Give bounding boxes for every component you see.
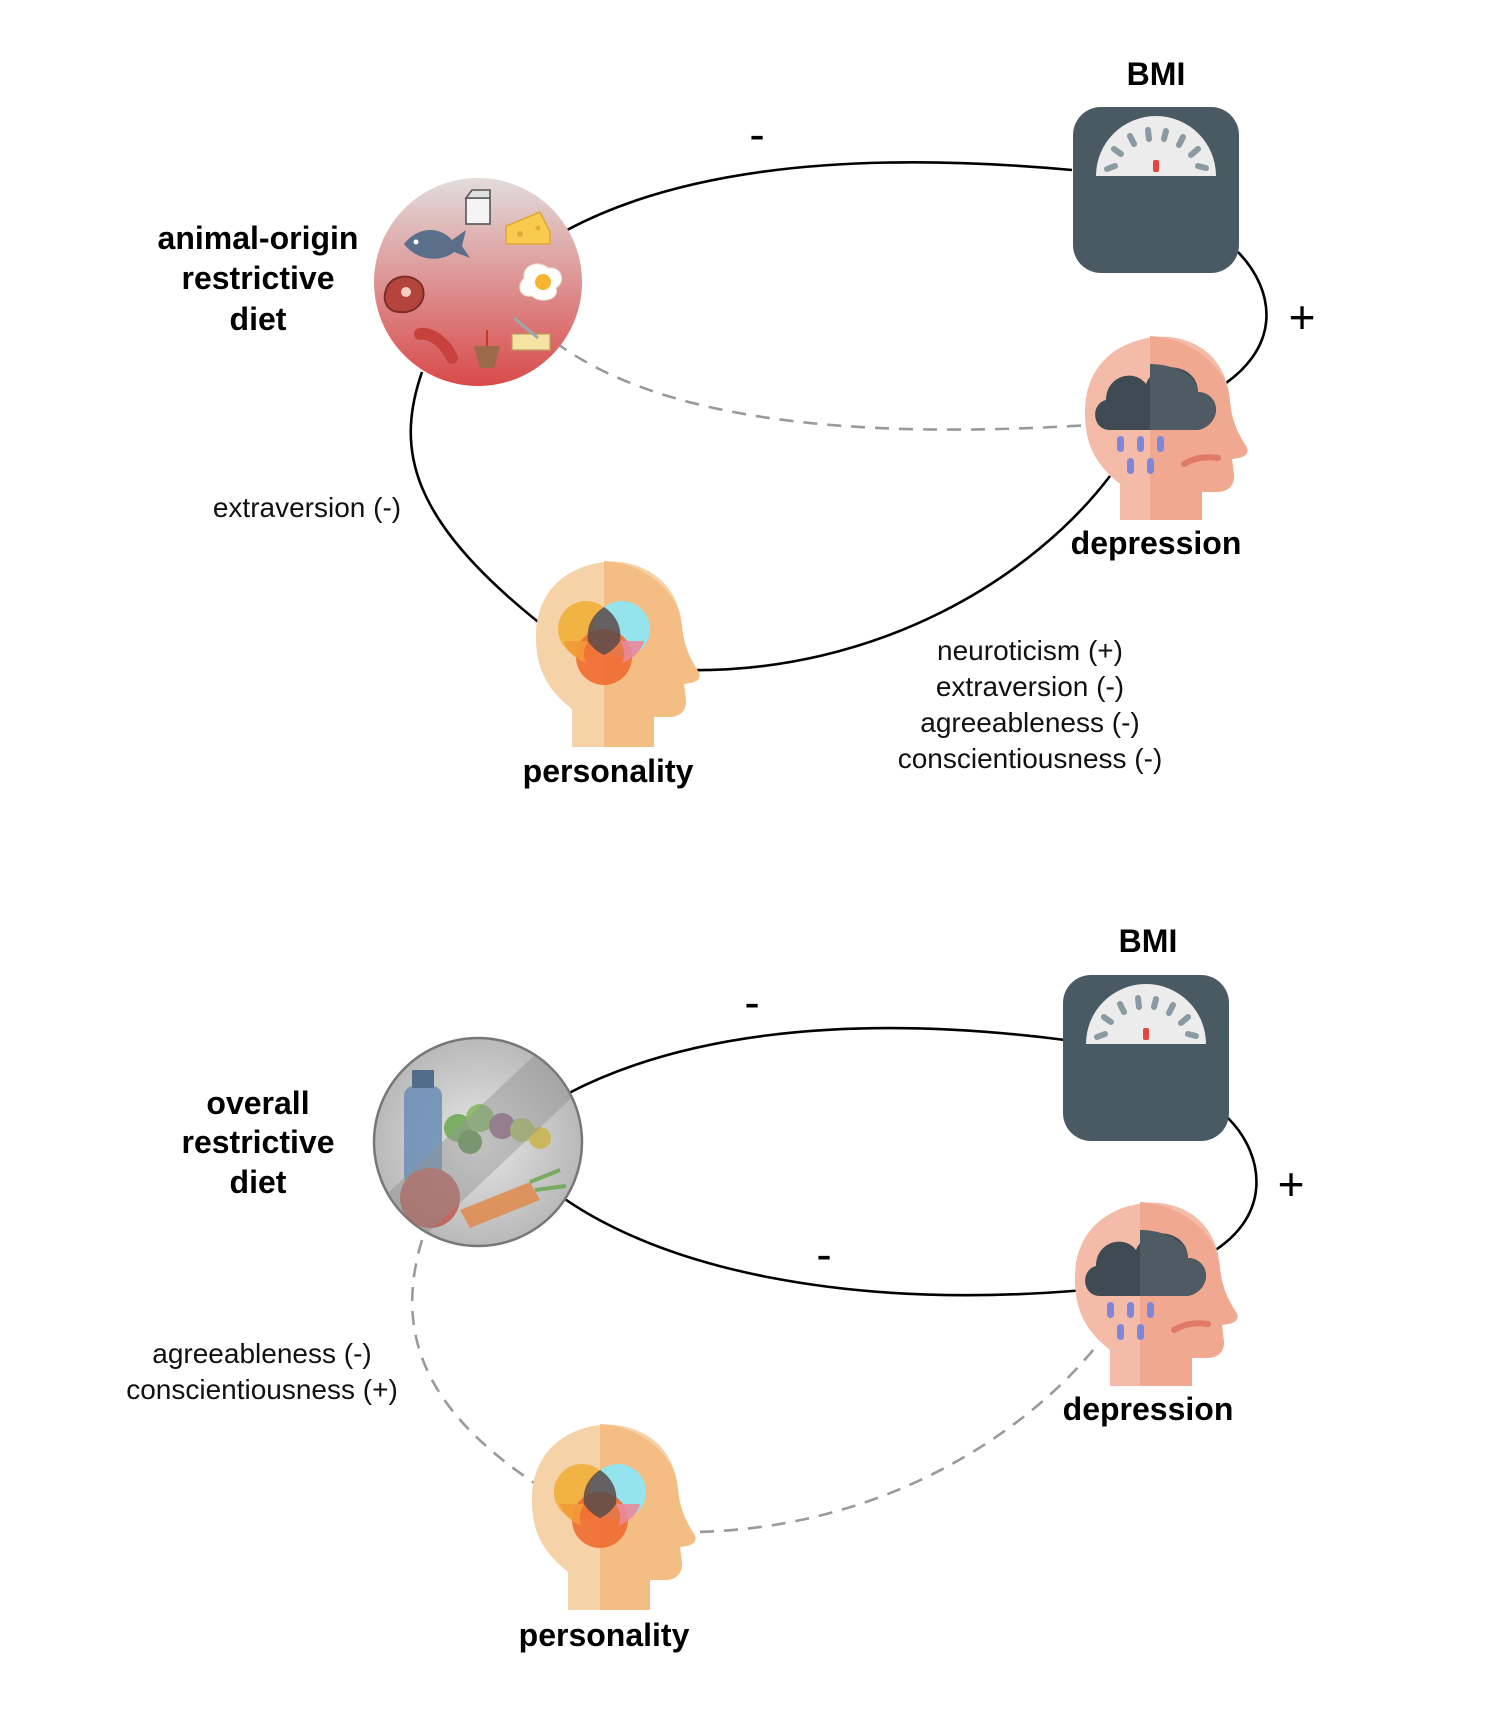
link-personality-depression (679, 475, 1112, 672)
diet-label-line-3: diet (230, 301, 287, 337)
animal-food-plate-icon (374, 178, 582, 386)
diet-label-line-1: overall (206, 1085, 309, 1121)
weighing-scale-icon (1073, 107, 1239, 273)
diet-label-line-2: restrictive (182, 1124, 335, 1160)
trait-diet-personality-2: conscientiousness (+) (126, 1374, 398, 1405)
bmi-label: BMI (1119, 923, 1178, 959)
sign-diet-bmi: - (749, 108, 764, 160)
personality-label: personality (523, 753, 694, 789)
link-personality-depression-dashed (675, 1343, 1100, 1534)
panel-top: animal-origin restrictive diet BMI depre… (158, 56, 1316, 789)
sign-bmi-depression: + (1278, 1158, 1305, 1210)
sign-bmi-depression: + (1289, 291, 1316, 343)
venn-head-icon (536, 561, 700, 747)
bmi-label: BMI (1127, 56, 1186, 92)
trait-pers-dep-4: conscientiousness (-) (898, 743, 1163, 774)
link-bmi-depression (1201, 1117, 1258, 1260)
link-diet-personality (409, 371, 543, 627)
restricted-food-plate-icon (372, 1036, 584, 1248)
sign-diet-depression: - (816, 1228, 831, 1280)
trait-diet-personality: extraversion (-) (213, 492, 401, 523)
depression-label: depression (1071, 525, 1242, 561)
trait-pers-dep-3: agreeableness (-) (920, 707, 1139, 738)
trait-diet-personality-1: agreeableness (-) (152, 1338, 371, 1369)
link-diet-bmi (566, 1026, 1066, 1096)
sign-diet-bmi: - (744, 976, 759, 1028)
link-diet-bmi (566, 161, 1073, 232)
venn-head-icon (532, 1424, 696, 1610)
link-diet-depression (554, 1190, 1086, 1297)
rain-cloud-head-icon (1085, 336, 1248, 520)
diet-label-line-1: animal-origin (158, 220, 359, 256)
rain-cloud-head-icon (1075, 1202, 1238, 1386)
personality-label: personality (519, 1617, 690, 1653)
link-bmi-depression (1211, 251, 1268, 394)
diet-label-line-3: diet (230, 1164, 287, 1200)
link-diet-depression-dashed (554, 340, 1091, 431)
depression-label: depression (1063, 1391, 1234, 1427)
trait-pers-dep-1: neuroticism (+) (937, 635, 1123, 666)
diet-label-line-2: restrictive (182, 260, 335, 296)
panel-bottom: overall restrictive diet BMI depression … (126, 923, 1304, 1653)
weighing-scale-icon (1063, 975, 1229, 1141)
link-diet-personality-dashed (411, 1239, 546, 1492)
trait-pers-dep-2: extraversion (-) (936, 671, 1124, 702)
